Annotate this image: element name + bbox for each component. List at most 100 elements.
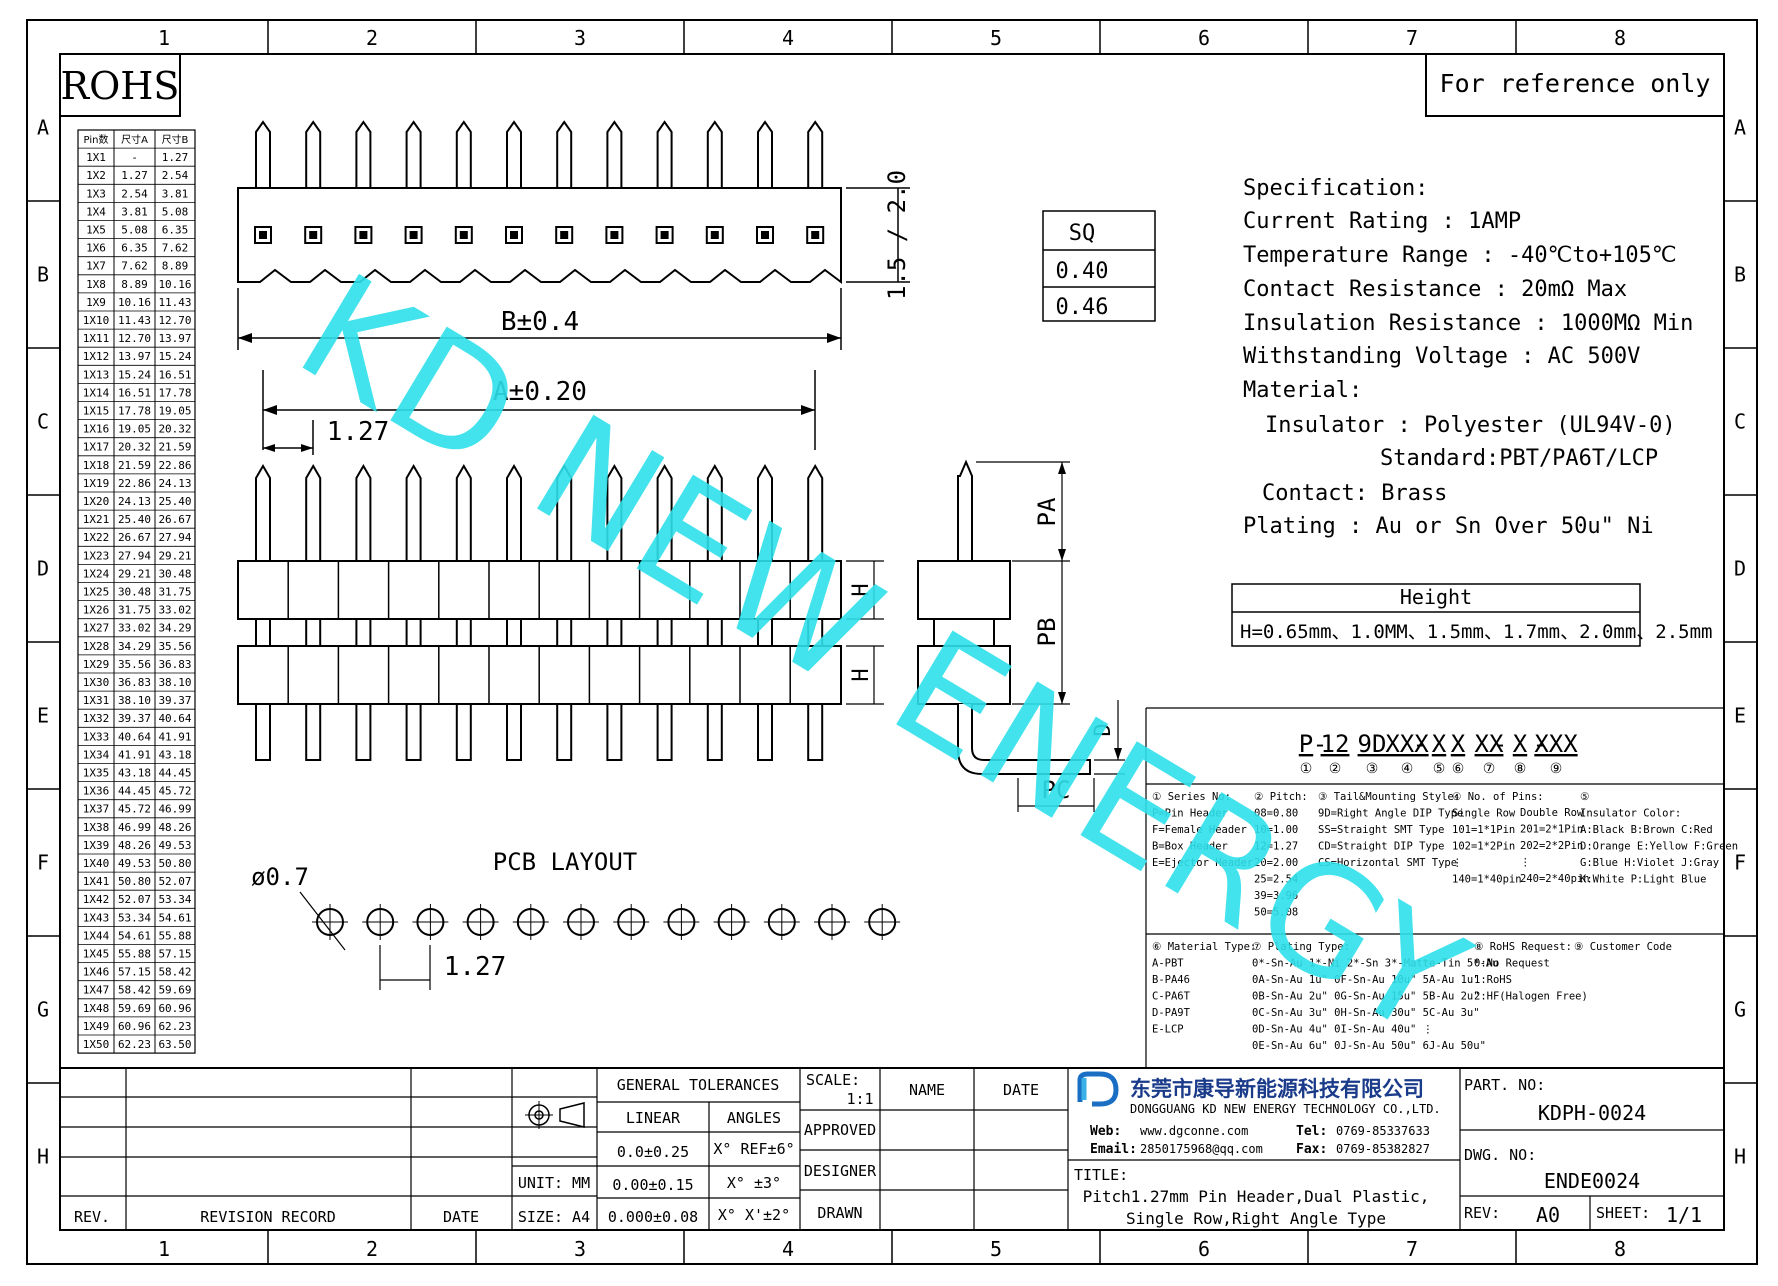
grid-row-label: D xyxy=(1734,557,1746,581)
top-pin xyxy=(506,120,522,188)
pin-table-cell: 26.67 xyxy=(118,531,151,544)
tb-part-label: PART. NO: xyxy=(1464,1076,1545,1094)
tb-designer: DESIGNER xyxy=(804,1162,877,1180)
top-pin-square-inner xyxy=(409,231,418,239)
pin-table-cell: 1X22 xyxy=(83,531,110,544)
pin-table-cell: 19.05 xyxy=(118,423,151,436)
pin-table-cell: 1X33 xyxy=(83,730,110,743)
code-index: ③ xyxy=(1366,761,1379,777)
pin-table-cell: 1X23 xyxy=(83,549,110,562)
code-index: ② xyxy=(1329,761,1342,777)
grid-col-label: 6 xyxy=(1198,1237,1210,1261)
grid-col-label: 1 xyxy=(158,1237,170,1261)
legend-line: 102=1*2Pin xyxy=(1452,841,1515,853)
pin-table-cell: 1X31 xyxy=(83,694,110,707)
grid-col-label: 7 xyxy=(1406,1237,1418,1261)
pin-table-cell: 22.86 xyxy=(118,477,151,490)
pin-table-cell: 11.43 xyxy=(158,296,191,309)
legend-line: 140=1*40pin xyxy=(1452,874,1522,886)
grid-row-label: G xyxy=(1734,998,1746,1022)
grid-col-label: 6 xyxy=(1198,26,1210,50)
front-pin-bottom xyxy=(706,703,723,761)
grid-row-label: F xyxy=(1734,851,1746,875)
pin-table-cell: 15.24 xyxy=(158,350,191,363)
top-pin xyxy=(405,120,422,188)
pin-table-cell: 52.07 xyxy=(118,893,151,906)
pin-table-cell: 34.29 xyxy=(118,640,151,653)
legend-line: 240=2*40pin xyxy=(1520,873,1590,885)
top-pin-square-inner xyxy=(811,231,820,239)
legend-line: ① Series No: xyxy=(1152,791,1231,803)
pin-table-cell: 58.42 xyxy=(118,984,151,997)
legend-line: SS=Straight SMT Type xyxy=(1318,824,1444,836)
front-pin-top xyxy=(255,464,271,561)
sq-table: SQ 0.40 0.46 xyxy=(1042,210,1156,322)
pin-table-cell: 40.64 xyxy=(118,730,151,743)
pin-table-cell: 44.45 xyxy=(158,767,191,780)
tb-scale-label: SCALE: xyxy=(806,1071,860,1089)
pin-table-cell: 48.26 xyxy=(158,821,191,834)
grid-row-label: F xyxy=(37,851,49,875)
top-pin xyxy=(807,120,824,188)
front-pin-mid xyxy=(455,618,472,647)
grid-row-label: A xyxy=(1734,116,1746,140)
pin-table-cell: 5.08 xyxy=(121,224,148,237)
top-pin-square-inner xyxy=(259,231,267,239)
top-pin-square-inner xyxy=(359,231,368,239)
front-pin-bottom xyxy=(355,703,372,761)
front-pin-mid xyxy=(556,618,573,647)
pin-table-cell: 24.13 xyxy=(118,495,151,508)
front-pin-bottom xyxy=(656,703,673,761)
tb-name: NAME xyxy=(909,1081,945,1099)
top-pin xyxy=(706,120,723,188)
front-pin-bottom xyxy=(606,703,623,761)
pin-table-cell: 24.13 xyxy=(158,477,191,490)
tb-linear: LINEAR xyxy=(626,1109,681,1127)
pin-table-cell: 45.72 xyxy=(118,803,151,816)
pin-table-cell: 54.61 xyxy=(158,911,191,924)
pin-table-cell: 1X9 xyxy=(86,296,106,309)
tb-sheet-label: SHEET: xyxy=(1596,1204,1650,1222)
code-dash: - xyxy=(1493,730,1507,758)
top-pin-square-inner xyxy=(560,231,569,239)
tb-tel-label: Tel: xyxy=(1296,1124,1327,1139)
front-pin-top xyxy=(656,464,673,561)
grid-row-label: E xyxy=(37,704,49,728)
legend-line: D-PA9T xyxy=(1152,1007,1191,1019)
code-index: ① xyxy=(1300,761,1313,777)
pin-table-cell: 44.45 xyxy=(118,785,151,798)
sq-value: 0.46 xyxy=(1056,295,1109,320)
pin-table-cell: 34.29 xyxy=(158,622,191,635)
pin-table-cell: 29.21 xyxy=(118,567,151,580)
pin-table-cell: - xyxy=(131,151,138,164)
grid-col-label: 2 xyxy=(366,26,378,50)
top-pin-square-inner xyxy=(710,231,719,239)
pin-table-cell: 25.40 xyxy=(118,513,151,526)
pin-table-cell: 1X30 xyxy=(83,676,110,689)
legend-line: ③ Tail&Mounting Style: xyxy=(1318,791,1460,803)
grid-row-label: H xyxy=(1734,1145,1746,1169)
legend-line: 0C-Sn-Au 3u" 0H-Sn-Au 30u" 5C-Au 3u" xyxy=(1252,1007,1480,1019)
dim-pa: PA xyxy=(1033,497,1061,526)
legend-line: 20=2.00 xyxy=(1254,857,1298,869)
spec-line: Withstanding Voltage : AC 500V xyxy=(1243,344,1640,369)
top-view: B±0.4 1.5 / 2.0 xyxy=(237,120,911,350)
grid-col-label: 3 xyxy=(574,26,586,50)
front-pin-top xyxy=(506,464,522,561)
top-pin-square xyxy=(605,226,624,244)
pin-table-cell: 57.15 xyxy=(158,948,191,961)
tb-revision-record: REVISION RECORD xyxy=(200,1208,335,1226)
grid-row-label: C xyxy=(37,410,49,434)
pin-table-cell: 2.54 xyxy=(121,187,148,200)
pin-table-cell: 1X46 xyxy=(83,966,110,979)
pin-table-cell: 1X36 xyxy=(83,785,110,798)
pcb-title: PCB LAYOUT xyxy=(493,848,638,876)
legend-line: ⋮ xyxy=(1520,857,1531,869)
spec-line: Insulator : Polyester (UL94V-0) xyxy=(1265,413,1676,438)
grid-row-label: H xyxy=(37,1145,49,1169)
pin-table-cell: 12.70 xyxy=(118,332,151,345)
legend-line: C-PA6T xyxy=(1152,991,1191,1003)
top-pin-square xyxy=(655,226,674,244)
code-part: P xyxy=(1299,730,1313,758)
